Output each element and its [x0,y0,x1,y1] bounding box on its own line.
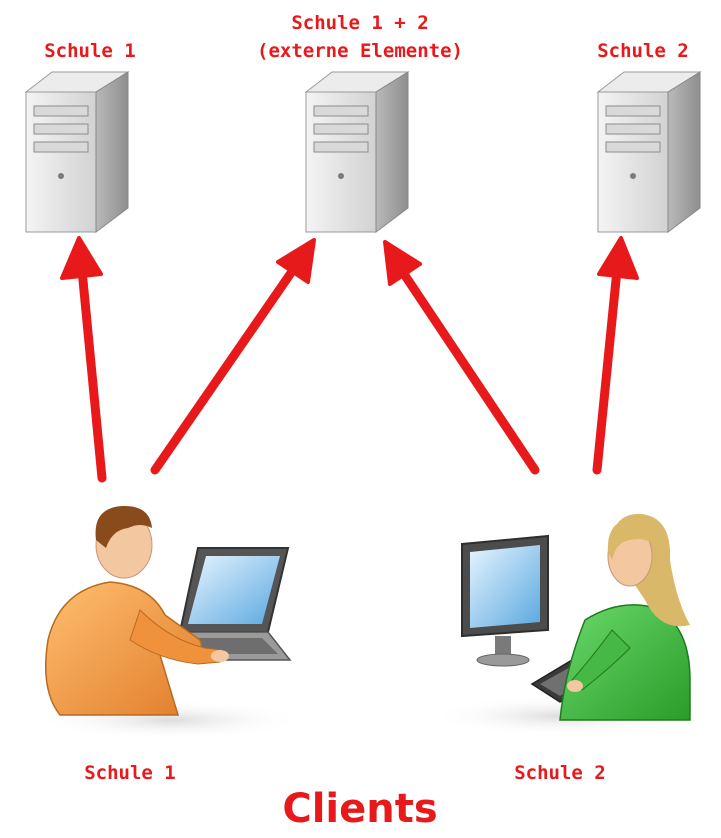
user-with-laptop-icon [35,505,305,740]
client-label-schule-1: Schule 1 [84,762,176,784]
clients-title: Clients [282,786,438,832]
server-label-shared-line2: (externe Elemente) [257,40,463,62]
arrow-client1-to-server-shared [150,238,316,475]
arrow-client2-to-server2 [592,236,639,475]
server-tower-icon [304,71,410,233]
server-label-schule-1: Schule 1 [44,40,136,62]
client-label-schule-2: Schule 2 [514,762,606,784]
server-tower-icon [24,71,130,233]
arrow-client1-to-server1 [60,236,107,483]
user-with-desktop-icon [430,513,691,736]
arrow-client2-to-server-shared [383,240,540,475]
server-label-shared-line1: Schule 1 + 2 [291,12,429,34]
server-label-schule-2: Schule 2 [597,40,689,62]
server-tower-icon [596,71,702,233]
